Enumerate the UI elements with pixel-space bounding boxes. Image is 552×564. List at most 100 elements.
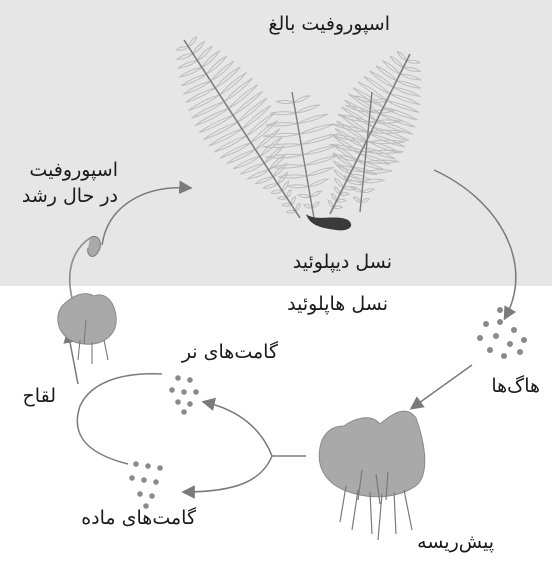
fern-leaflet — [353, 166, 378, 176]
fern-leaflet — [272, 162, 288, 179]
fern-leaflet — [263, 132, 300, 138]
fern-leaflet — [285, 209, 297, 214]
fern-leaflet — [175, 53, 195, 60]
fertilization-label: لقاح — [22, 385, 56, 407]
rhizome — [306, 214, 352, 231]
fern-leaflet — [367, 129, 405, 134]
fern-leaflet — [306, 166, 334, 177]
fern-leaflet — [286, 189, 292, 199]
fern-leaflet — [213, 135, 247, 153]
fern-leaflet — [295, 104, 320, 114]
arrow-adult-to-spores — [433, 169, 517, 321]
fern-leaflet — [329, 143, 367, 153]
fern-leaflet — [360, 188, 376, 193]
fern-leaflet — [214, 66, 241, 89]
fern-leaflet — [241, 104, 272, 130]
fern-leaflet — [332, 205, 344, 210]
fern-leaflet — [381, 59, 402, 76]
fern-leaflet — [361, 178, 386, 184]
fern-leaflet — [341, 175, 365, 183]
fern-leaflet — [369, 133, 406, 148]
fern-leaflet — [275, 99, 296, 105]
female-gametes-label: گامت‌های ماده — [81, 507, 196, 529]
fern-leaflet — [330, 192, 338, 202]
fern-leaflet — [246, 169, 271, 180]
fern-leaflet — [393, 86, 421, 97]
fern-leaflet — [337, 114, 370, 123]
fern-leaflet — [309, 190, 323, 198]
fern-leaflet — [333, 177, 345, 189]
fern-leaflet — [191, 40, 206, 55]
fern-leaflet — [335, 198, 347, 203]
adult-sporophyte-label: اسپوروفیت بالغ — [268, 13, 390, 35]
young-sporophyte-label-line2: در حال رشد — [21, 184, 118, 207]
fern-leaflet — [336, 120, 368, 142]
fern-leaflet — [368, 119, 401, 124]
fern-leaflet — [237, 97, 268, 123]
fern-leaflet — [191, 101, 225, 119]
fern-leaflet — [219, 71, 248, 96]
fern-leaflet — [228, 84, 259, 109]
fern-leaflet — [294, 202, 301, 212]
fern-leaflet — [290, 195, 297, 205]
fern-leaflet — [253, 176, 275, 185]
fern-leaflet — [357, 81, 388, 102]
fern-leaflet — [369, 98, 390, 104]
fern-leaflet — [250, 120, 278, 144]
fern-leaflet — [339, 192, 350, 196]
male-gametes-cluster — [169, 375, 199, 415]
fern-leaflet — [232, 90, 264, 116]
fern-leaflet — [281, 202, 292, 207]
fern-leaflet — [299, 123, 335, 135]
adult-fern — [175, 36, 423, 231]
fern-leaflet — [389, 93, 421, 105]
fern-leaflet — [203, 121, 238, 140]
fern-leaflet — [210, 60, 235, 82]
fern-leaflet — [331, 154, 366, 163]
fern-leaflet — [208, 128, 243, 147]
fern-leaflet — [270, 189, 284, 194]
fern-leaflet — [332, 123, 369, 133]
fern-leaflet — [270, 164, 305, 169]
fern-leaflet — [240, 162, 265, 175]
fern-leaflet — [198, 114, 234, 134]
fern-leaflet — [276, 171, 289, 185]
fern-leaflet — [285, 184, 311, 189]
fern-leaflet — [205, 55, 228, 75]
fern-leaflet — [182, 80, 212, 95]
fern-leaflet — [185, 87, 216, 103]
fern-leaflet — [375, 65, 398, 82]
fern-leaflet — [300, 133, 339, 145]
fern-leaflet — [363, 75, 391, 95]
young-sporophyte-label-line1: اسپوروفیت — [29, 159, 118, 181]
fern-leaflet — [176, 59, 199, 69]
young-sporophyte — [57, 236, 117, 364]
female-gametes-cluster — [129, 461, 163, 509]
fern-leaflet — [306, 178, 330, 188]
fern-leaflet — [196, 45, 214, 62]
fern-leaflet — [265, 122, 298, 127]
fern-leaflet — [276, 196, 288, 200]
fern-leaflet — [353, 95, 373, 103]
fern-leaflet — [194, 108, 229, 127]
fern-leaflet — [296, 193, 312, 199]
prothallus — [318, 410, 426, 541]
prothallus-label: پیش‌ریسه — [417, 531, 494, 553]
spores-cluster — [477, 307, 527, 359]
fern-leaflet — [226, 149, 256, 165]
fern-leaflet — [311, 201, 321, 209]
fern-leaflet — [261, 183, 279, 189]
fern-leaflet — [336, 164, 365, 173]
fern-leaflet — [359, 153, 390, 165]
haploid-generation-label: نسل هاپلوئید — [287, 293, 388, 315]
male-gametes-label: گامت‌های نر — [181, 341, 278, 363]
fern-leaflet — [366, 139, 406, 144]
fern-leaflet — [180, 73, 207, 87]
fern-leaflet — [369, 70, 394, 88]
fern-leaflet — [255, 128, 281, 150]
fern-leaflet — [349, 186, 364, 193]
fern-leaflet — [401, 66, 422, 72]
fern-leaflet — [333, 186, 341, 195]
